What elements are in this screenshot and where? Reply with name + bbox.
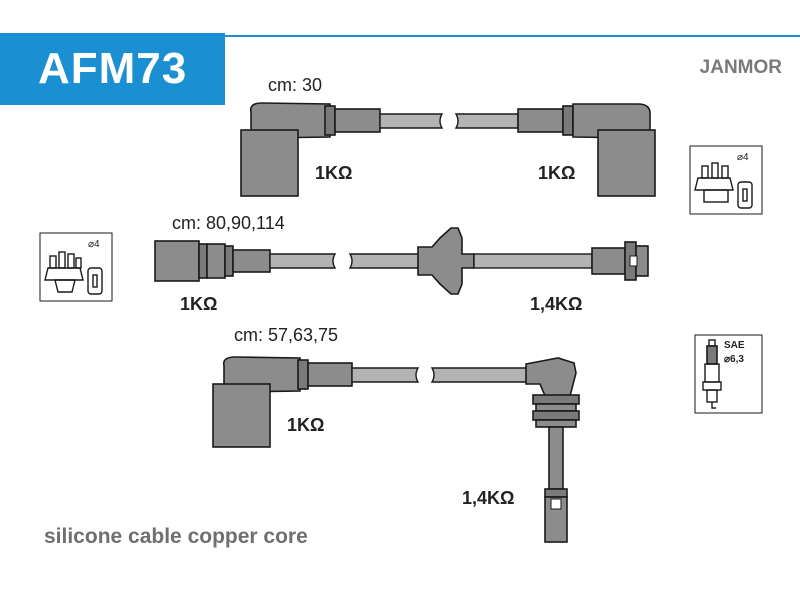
product-code-badge: AFM73	[0, 33, 225, 105]
cable-2-resistance-right: 1,4KΩ	[530, 294, 582, 314]
distributor-cap-left-icon: ⌀4	[39, 232, 113, 302]
cable-3-resistance-right: 1,4KΩ	[462, 488, 514, 508]
cable-1-resistance-right: 1KΩ	[538, 163, 575, 183]
cable-1-length: cm: 30	[268, 75, 322, 95]
brand-name: JANMOR	[699, 57, 782, 78]
cable-3-resistance-left: 1KΩ	[287, 415, 324, 435]
header-rule	[225, 35, 800, 37]
spark-plug-size: ⌀6,3	[724, 354, 744, 365]
cable-2-left-boot	[154, 240, 271, 282]
cable-1-resistance-left: 1KΩ	[315, 163, 352, 183]
cable-2-length: cm: 80,90,114	[172, 213, 285, 233]
cable-2-wire-left	[269, 253, 337, 269]
cable-1-right-boot	[517, 103, 656, 197]
cable-3-left-boot	[212, 356, 353, 448]
cable-3-wire-right	[430, 367, 531, 383]
cable-1-wire-right	[454, 113, 519, 129]
cable-3-length: cm: 57,63,75	[234, 325, 338, 345]
spark-plug-standard: SAE	[724, 340, 745, 351]
distributor-cap-right-size: ⌀4	[737, 152, 749, 163]
cable-3-wire-left	[351, 367, 420, 383]
cable-3-right-boot	[525, 357, 580, 543]
cable-1-left-boot	[240, 102, 381, 197]
cable-1-wire-left	[379, 113, 444, 129]
cable-2-right-boot	[417, 227, 649, 295]
footer-note: silicone cable copper core	[44, 525, 308, 548]
cable-3: cm: 57,63,75 1KΩ 1,4KΩ	[212, 325, 580, 543]
spark-plug-icon: SAE ⌀6,3	[694, 334, 763, 414]
cable-2-wire-mid	[348, 253, 421, 269]
cable-2-resistance-left: 1KΩ	[180, 294, 217, 314]
cable-2: cm: 80,90,114 1KΩ 1,4KΩ	[154, 213, 649, 314]
cable-1: cm: 30 1KΩ 1KΩ	[240, 75, 656, 197]
distributor-cap-left-size: ⌀4	[88, 239, 100, 250]
distributor-cap-right-icon: ⌀4	[689, 145, 763, 215]
